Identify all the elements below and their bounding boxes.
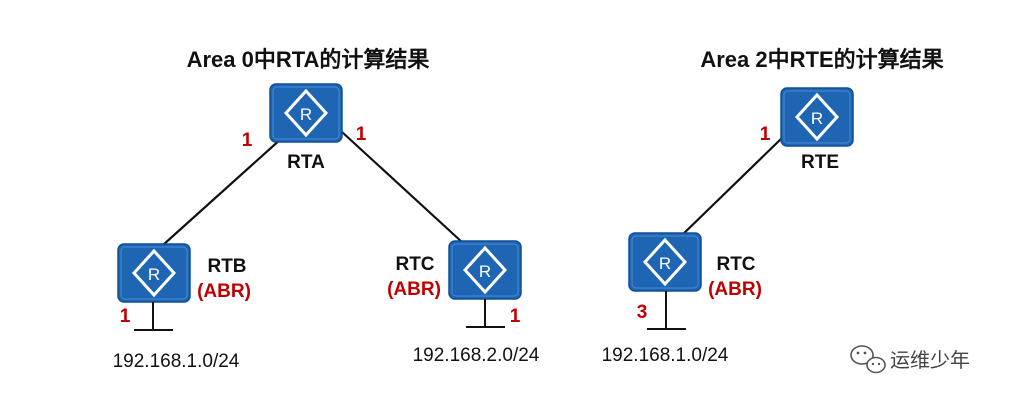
router-rtc2-label: RTC xyxy=(716,254,755,275)
network-stub-rtb xyxy=(134,302,173,331)
svg-text:R: R xyxy=(659,254,671,273)
network-rtc-label: 192.168.2.0/24 xyxy=(413,345,540,366)
link-rta-rtb xyxy=(162,137,283,246)
link-rte-rtc xyxy=(677,136,784,240)
router-rte-label: RTE xyxy=(801,152,839,173)
left-panel-title: Area 0中RTA的计算结果 xyxy=(187,47,430,72)
router-rta-label: RTA xyxy=(287,152,325,173)
cost-rtc-network: 1 xyxy=(510,306,521,327)
cost-rtc2-network: 3 xyxy=(637,302,648,323)
cost-rte-rtc: 1 xyxy=(760,124,771,145)
link-rta-rtc xyxy=(341,131,464,244)
cost-rta-rtc: 1 xyxy=(356,124,367,145)
watermark-text: 运维少年 xyxy=(890,349,970,372)
network-rtb-label: 192.168.1.0/24 xyxy=(113,351,240,372)
cost-rtb-network: 1 xyxy=(120,306,131,327)
router-rtb-label: RTB xyxy=(207,256,246,277)
router-rtc-role: (ABR) xyxy=(387,279,441,300)
right-panel: Area 2中RTE的计算结果 R RTE R RTC (ABR) 1 3 19… xyxy=(602,47,944,366)
router-rtc2-icon: R xyxy=(627,231,703,293)
svg-text:R: R xyxy=(148,265,160,284)
router-rte-icon: R xyxy=(779,86,855,148)
router-rtc-icon: R xyxy=(447,239,523,301)
svg-text:R: R xyxy=(811,109,823,128)
svg-text:R: R xyxy=(300,105,312,124)
router-rtb-icon: R xyxy=(116,242,192,304)
router-rtc-label: RTC xyxy=(395,254,434,275)
right-panel-title: Area 2中RTE的计算结果 xyxy=(700,47,943,72)
network-stub-rtc2 xyxy=(647,291,686,330)
router-rtb-role: (ABR) xyxy=(197,281,251,302)
wechat-icon xyxy=(850,345,886,374)
network-rtc2-label: 192.168.1.0/24 xyxy=(602,345,729,366)
network-stub-rtc xyxy=(466,299,505,328)
watermark: 运维少年 xyxy=(850,345,970,374)
left-panel: Area 0中RTA的计算结果 R RTA R RTB (ABR) R RTC … xyxy=(113,47,540,372)
cost-rta-rtb: 1 xyxy=(242,130,253,151)
router-rta-icon: R xyxy=(268,82,344,144)
router-rtc2-role: (ABR) xyxy=(708,279,762,300)
svg-text:R: R xyxy=(479,262,491,281)
